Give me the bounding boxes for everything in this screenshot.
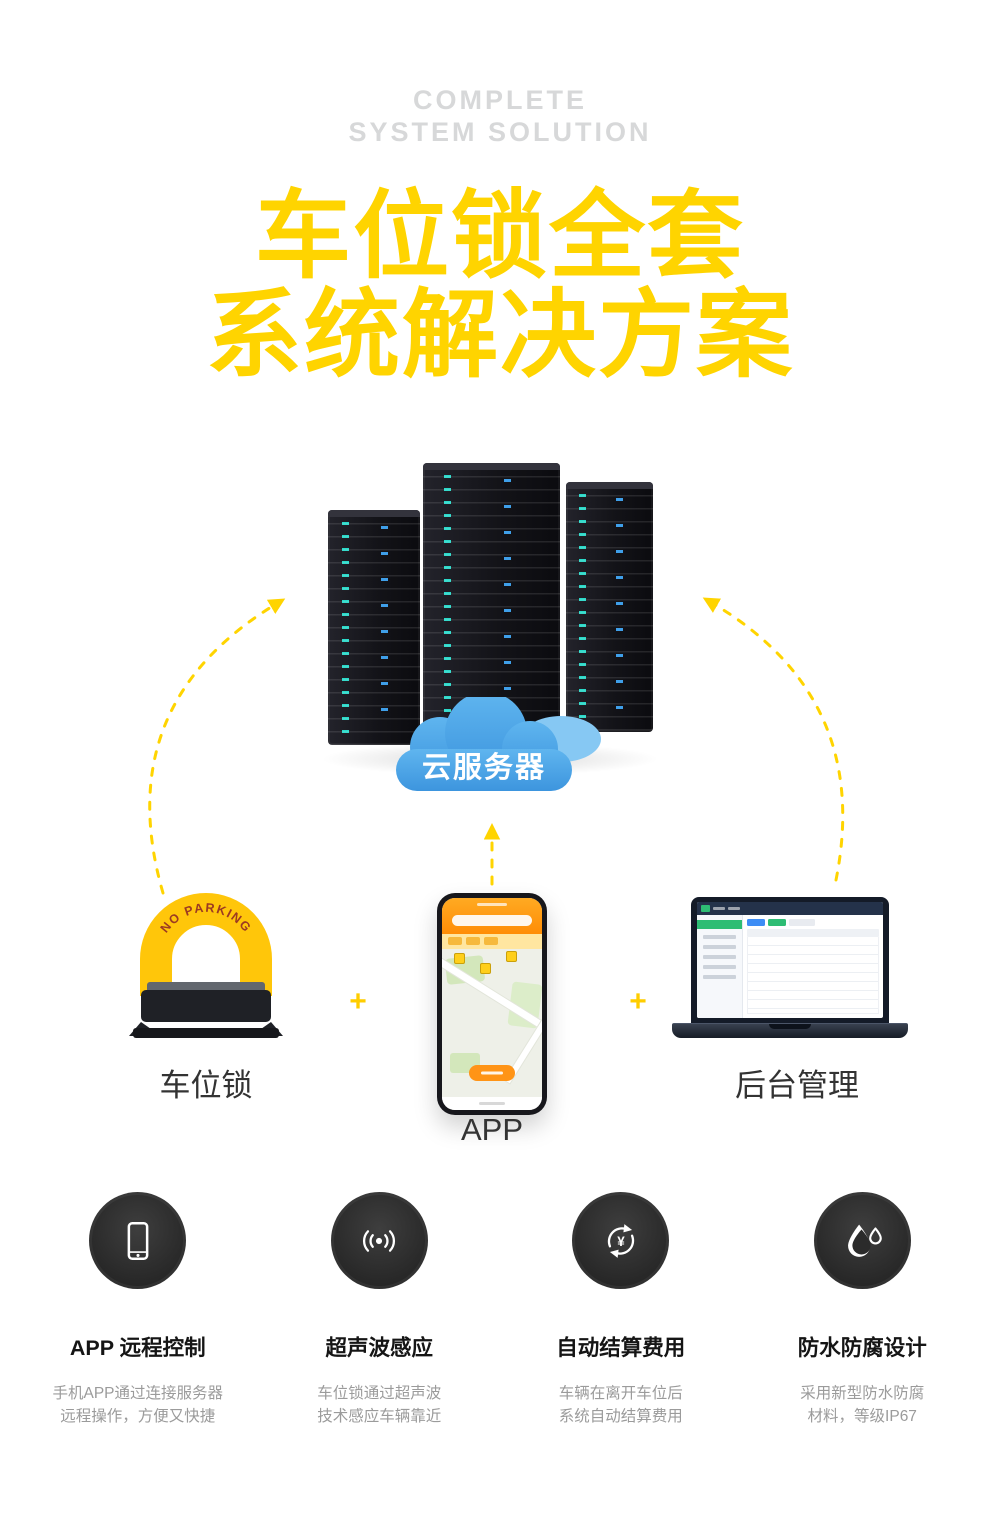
map-lock-marker: [480, 963, 491, 974]
cloud-server-label: 云服务器: [422, 751, 546, 784]
feature-circle: [813, 1192, 911, 1289]
admin-table-header: [747, 929, 879, 937]
app-label: APP: [460, 1112, 524, 1147]
eyebrow-line-1: COMPLETE: [412, 85, 587, 115]
admin-sidebar-item: [703, 935, 736, 939]
admin-table-rows: [747, 937, 879, 1014]
phone-screen: [442, 898, 542, 1110]
app-action-button: [469, 1065, 515, 1081]
cloud-server-icon: 云服务器: [396, 697, 601, 791]
lock-label: 车位锁: [159, 1068, 253, 1103]
backend-label: 后台管理: [735, 1068, 859, 1103]
feature-circle: [89, 1192, 187, 1289]
arrow-lock-to-server: [148, 598, 286, 895]
lock-base-plate: [133, 1028, 279, 1038]
feature-title: 超声波感应: [325, 1336, 433, 1360]
features-row: APP 远程控制 手机APP通过连接服务器 远程操作，方便又快捷 超声波: [17, 1192, 983, 1429]
feature-description: 车位锁通过超声波 技术感应车辆靠近: [317, 1385, 442, 1426]
app-banner-strip: [442, 934, 542, 949]
cloud-body: [396, 697, 572, 791]
lock-arch: [140, 893, 272, 996]
admin-menu-dash: [728, 907, 740, 910]
feature-description: 采用新型防水防腐 材料，等级IP67: [800, 1385, 925, 1426]
server-tower-right: [566, 482, 653, 732]
feature-circle: ¥: [572, 1192, 670, 1289]
feature-circle: [330, 1192, 428, 1289]
app-map-area: [442, 949, 542, 1097]
yuan-symbol: ¥: [617, 1233, 625, 1248]
ultrasonic-wave-icon: [363, 1229, 396, 1252]
admin-dashboard: [697, 902, 883, 1018]
admin-sidebar-active-item: [697, 920, 742, 929]
admin-sidebar-item: [703, 975, 736, 979]
phone-illustration: [437, 893, 547, 1115]
admin-sidebar-item: [703, 945, 736, 949]
feature-auto-billing: ¥ 自动结算费用 车辆在离开车位后 系统自动结算费用: [500, 1192, 742, 1429]
plus-sign-right: +: [629, 985, 647, 1018]
title-line-2: 系统解决方案: [206, 281, 794, 389]
feature-waterproof: 防水防腐设计 采用新型防水防腐 材料，等级IP67: [742, 1192, 984, 1429]
auto-billing-icon: ¥: [607, 1223, 634, 1258]
waterproof-icon: [848, 1224, 883, 1257]
admin-sidebar: [697, 915, 743, 1018]
app-header-bar: [442, 898, 542, 934]
admin-button-blue: [747, 919, 765, 926]
eyebrow-text: COMPLETE SYSTEM SOLUTION: [0, 84, 1000, 149]
admin-toolbar: [747, 919, 879, 926]
admin-button-green: [768, 919, 786, 926]
feature-description: 手机APP通过连接服务器 远程操作，方便又快捷: [52, 1385, 224, 1426]
admin-body: [697, 915, 883, 1018]
admin-top-bar: [697, 902, 883, 915]
laptop-screen: [691, 897, 889, 1023]
feature-ultrasonic: 超声波感应 车位锁通过超声波 技术感应车辆靠近: [259, 1192, 501, 1429]
server-tower-left: [328, 510, 420, 745]
admin-search-box: [789, 919, 815, 926]
feature-title: 自动结算费用: [556, 1336, 686, 1360]
banner-chip: [466, 937, 480, 945]
arrow-backend-to-server: [702, 597, 845, 882]
feature-app-remote: APP 远程控制 手机APP通过连接服务器 远程操作，方便又快捷: [17, 1192, 259, 1429]
feature-description: 车辆在离开车位后 系统自动结算费用: [558, 1385, 683, 1426]
laptop-base: [672, 1023, 908, 1038]
app-search-pill: [452, 915, 532, 926]
app-nav-bar: [442, 1097, 542, 1110]
admin-logo: [701, 905, 710, 912]
admin-sidebar-item: [703, 955, 736, 959]
map-lock-marker: [506, 951, 517, 962]
admin-menu-dash: [713, 907, 725, 910]
admin-sidebar-item: [703, 965, 736, 969]
plus-sign-left: +: [349, 985, 367, 1018]
map-lock-marker: [454, 953, 465, 964]
feature-title: APP 远程控制: [69, 1336, 206, 1360]
banner-chip: [448, 937, 462, 945]
title-line-1: 车位锁全套: [255, 183, 745, 290]
smartphone-icon: [127, 1221, 149, 1260]
laptop-notch: [769, 1024, 811, 1029]
banner-chip: [484, 937, 498, 945]
parking-lock-illustration: NO PARKING: [129, 893, 283, 1038]
admin-main-panel: [743, 915, 883, 1018]
lock-base-body: [141, 990, 271, 1022]
feature-title: 防水防腐设计: [797, 1336, 927, 1360]
laptop-illustration: [672, 897, 908, 1038]
eyebrow-line-2: SYSTEM SOLUTION: [348, 117, 652, 148]
page-title: 车位锁全套 系统解决方案: [0, 183, 1000, 389]
